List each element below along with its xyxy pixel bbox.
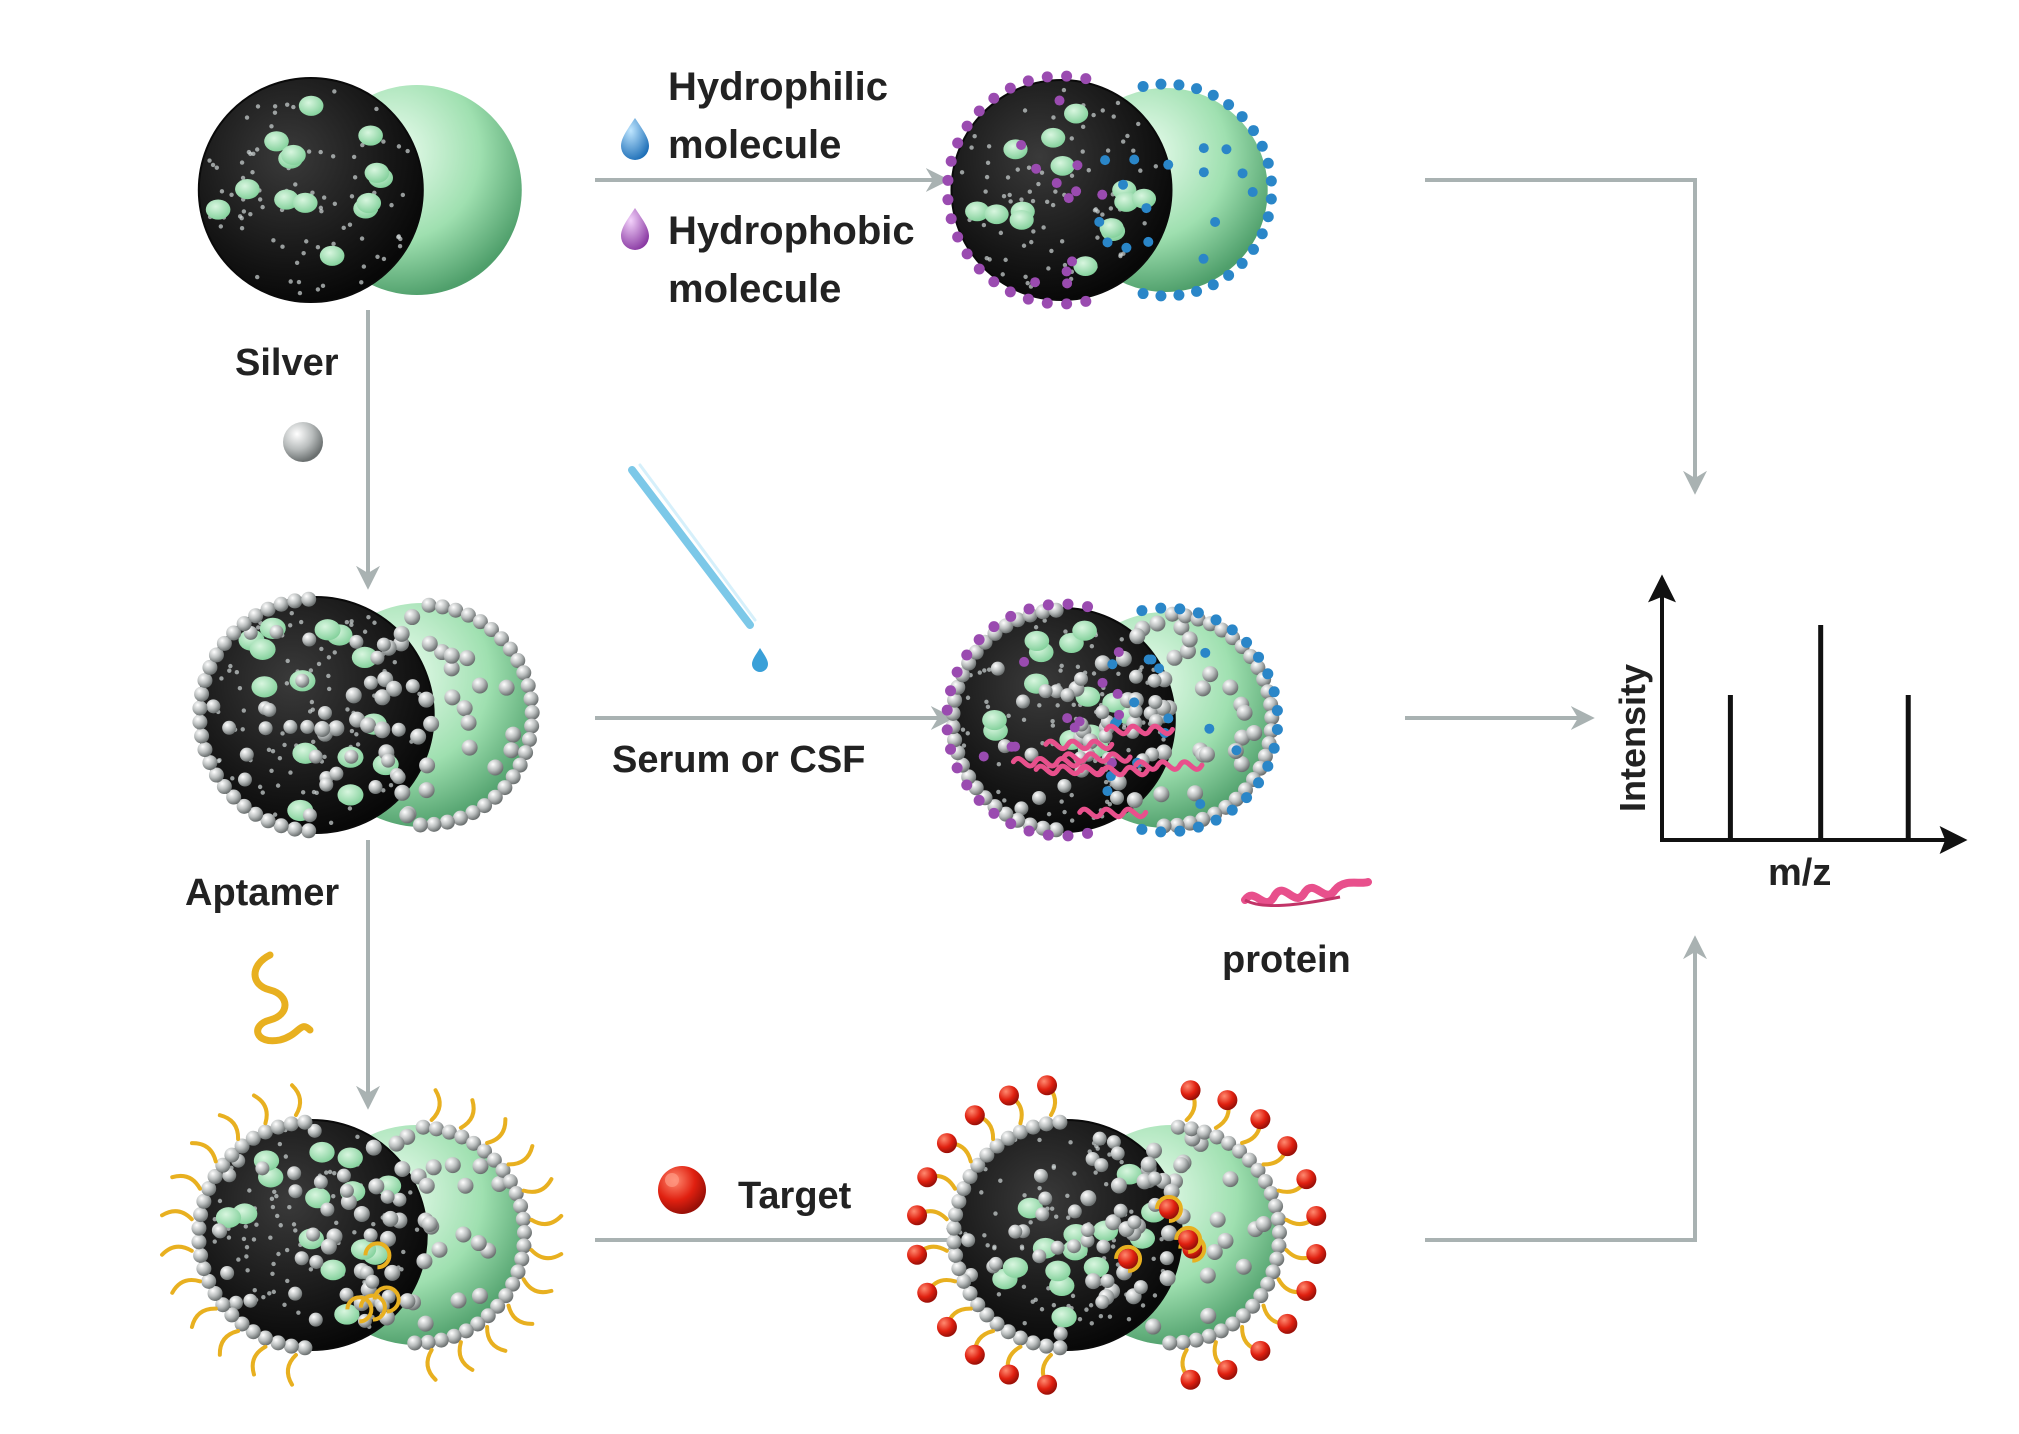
janus-particle-target-bound	[907, 1075, 1327, 1395]
janus-particle-protein-bound	[941, 598, 1283, 842]
arrow-top-to-spectrum	[1425, 178, 1707, 495]
spectrum-x-label: m/z	[1768, 852, 1831, 894]
hydrophilic-label-line2: molecule	[668, 123, 841, 167]
mass-spectrum: Intensity m/z	[1612, 574, 1968, 894]
protein-label: protein	[1222, 939, 1351, 981]
janus-particle-silver	[192, 591, 540, 839]
water-drop-icon	[621, 118, 649, 160]
hydrophilic-label-line1: Hydrophilic	[668, 65, 888, 109]
spectrum-y-label: Intensity	[1612, 664, 1653, 812]
flow-arrows	[356, 168, 1707, 1252]
janus-particle-bare	[197, 77, 522, 303]
hydrophobic-label-line2: molecule	[668, 267, 841, 311]
janus-particle-functionalized	[942, 70, 1277, 310]
hydrophobic-label-line1: Hydrophobic	[668, 209, 915, 253]
janus-particle-aptamer	[160, 1083, 564, 1387]
pipette-icon	[628, 463, 768, 672]
serum-label: Serum or CSF	[612, 739, 865, 781]
target-label: Target	[738, 1175, 852, 1217]
silver-label: Silver	[235, 342, 339, 384]
arrow-bottom-to-spectrum	[1425, 935, 1707, 1242]
aptamer-strand-icon	[251, 951, 314, 1045]
protein-ribbon-icon	[1241, 878, 1372, 908]
aptamer-label: Aptamer	[185, 872, 339, 914]
target-molecule-icon	[658, 1166, 706, 1214]
silver-sphere-icon	[283, 422, 323, 462]
water-drop-icon	[621, 208, 649, 250]
